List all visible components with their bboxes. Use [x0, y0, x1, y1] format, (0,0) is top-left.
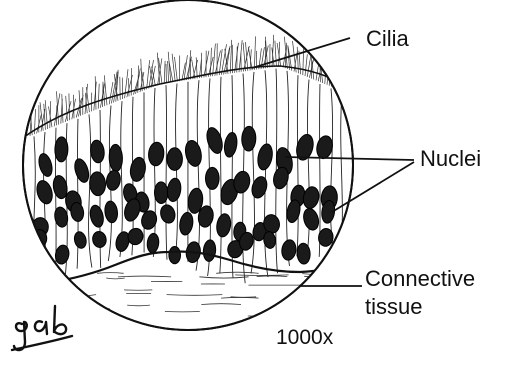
nuclei-label: Nuclei: [420, 148, 481, 170]
magnification-label: 1000x: [276, 327, 333, 348]
connective-tissue-label-line1: Connective: [365, 268, 475, 290]
signature-mark: [12, 306, 72, 350]
connective-tissue-label-line2: tissue: [365, 296, 422, 318]
cilia-label: Cilia: [366, 28, 409, 50]
